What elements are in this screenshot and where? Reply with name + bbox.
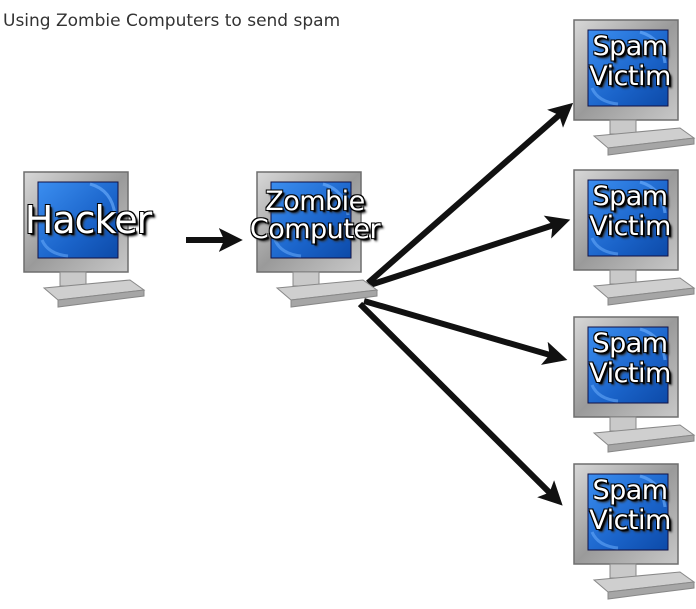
monitor-screen [37,181,119,259]
hacker-label: Hacker [24,198,152,242]
spam-victim-2: Spam Victim [570,168,696,313]
arrow-zombie-to-victim-1 [366,102,574,286]
spam-victim-3: Spam Victim [570,315,696,460]
monitor-screen [587,179,669,257]
diagram-title: Using Zombie Computers to send spam [3,11,341,31]
zombie-label: Zombie Computer [249,186,381,245]
monitor-graphic [573,169,696,306]
monitor-screen [587,473,669,551]
monitor-stand [609,269,637,285]
monitor-graphic [573,316,696,453]
monitor-stand [292,271,320,287]
monitor-graphic [23,171,146,308]
monitor-screen [587,29,669,107]
zombie-computer: Zombie Computer [250,170,403,315]
arrow-zombie-to-victim-4 [357,301,563,506]
arrow-zombie-to-victim-3 [363,298,568,365]
arrow-zombie-to-victim-2 [369,215,571,288]
monitor-screen [270,181,352,259]
monitor-graphic [573,463,696,600]
monitor-stand [59,271,87,287]
victim-label: Spam Victim [589,475,671,536]
spam-victim-4: Spam Victim [570,462,696,607]
monitor-screen [587,326,669,404]
monitor-graphic [256,171,379,308]
hacker-computer: Hacker [20,170,170,315]
victim-label: Spam Victim [589,328,671,389]
monitor-graphic [573,19,696,156]
monitor-stand [609,119,637,135]
spam-victim-1: Spam Victim [570,18,696,163]
victim-label: Spam Victim [589,181,671,242]
victim-label: Spam Victim [589,31,671,92]
monitor-stand [609,416,637,432]
monitor-stand [609,563,637,579]
